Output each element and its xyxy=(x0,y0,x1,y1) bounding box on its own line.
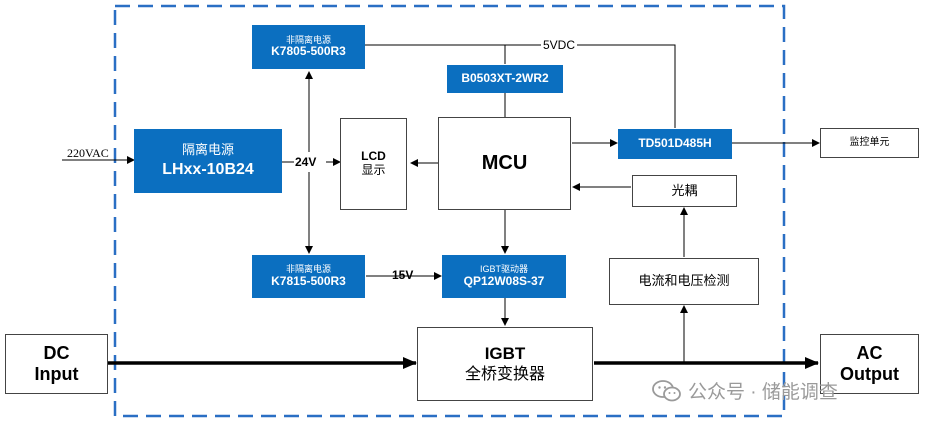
dc-input: DC Input xyxy=(5,334,108,394)
mcu-label: MCU xyxy=(481,152,528,174)
ac-output-line1: AC xyxy=(856,343,883,364)
label-24v: 24V xyxy=(295,155,317,169)
ac-output: AC Output xyxy=(820,334,919,394)
watermark: 公众号 · 储能调查 xyxy=(652,377,838,404)
igbt-bridge-sub: 全桥变换器 xyxy=(464,366,545,384)
b0503-module: B0503XT-2WR2 xyxy=(447,65,563,93)
igbt-full-bridge: IGBT 全桥变换器 xyxy=(417,327,593,401)
dc-input-line1: DC xyxy=(43,343,70,364)
label-220vac: 220VAC xyxy=(67,146,109,160)
dc-input-line2: Input xyxy=(34,364,79,384)
nonisolated-power-15v-title: 非隔离电源 xyxy=(285,264,331,275)
detection-label: 电流和电压检测 xyxy=(638,273,730,289)
optocoupler-label: 光耦 xyxy=(671,182,698,198)
monitor-unit: 监控单元 xyxy=(820,128,919,158)
igbt-bridge-label: IGBT xyxy=(484,343,526,363)
mcu: MCU xyxy=(438,117,571,210)
isolated-power-model: LHxx-10B24 xyxy=(162,160,254,178)
monitor-label: 监控单元 xyxy=(849,137,890,149)
system-boundary xyxy=(113,4,786,418)
label-15v: 15V xyxy=(392,268,414,282)
current-voltage-detection: 电流和电压检测 xyxy=(609,258,759,305)
lcd-label: LCD xyxy=(361,149,386,164)
isolated-power: 隔离电源 LHxx-10B24 xyxy=(134,129,282,193)
nonisolated-power-15v-model: K7815-500R3 xyxy=(271,273,346,288)
b0503-model: B0503XT-2WR2 xyxy=(461,71,549,86)
label-5vdc: 5VDC xyxy=(541,38,578,52)
lcd-sub: 显示 xyxy=(361,163,386,177)
ac-output-line2: Output xyxy=(840,364,899,384)
nonisolated-power-15v: 非隔离电源 K7815-500R3 xyxy=(252,255,365,298)
nonisolated-power-5v-model: K7805-500R3 xyxy=(271,44,346,59)
nonisolated-power-5v-title: 非隔离电源 xyxy=(285,34,331,45)
wechat-icon xyxy=(652,379,681,401)
isolated-power-title: 隔离电源 xyxy=(181,141,234,157)
igbt-driver-title: IGBT驱动器 xyxy=(479,264,528,275)
igbt-driver-model: QP12W08S-37 xyxy=(463,273,545,288)
igbt-driver: IGBT驱动器 QP12W08S-37 xyxy=(442,255,566,298)
td501-module: TD501D485H xyxy=(618,129,732,159)
optocoupler: 光耦 xyxy=(632,175,737,207)
td501-model: TD501D485H xyxy=(638,136,712,151)
lcd-display: LCD 显示 xyxy=(340,118,407,210)
wire-5vdc-rail xyxy=(364,44,676,128)
watermark-text: 公众号 · 储能调查 xyxy=(688,382,838,403)
nonisolated-power-5v: 非隔离电源 K7805-500R3 xyxy=(252,25,365,69)
